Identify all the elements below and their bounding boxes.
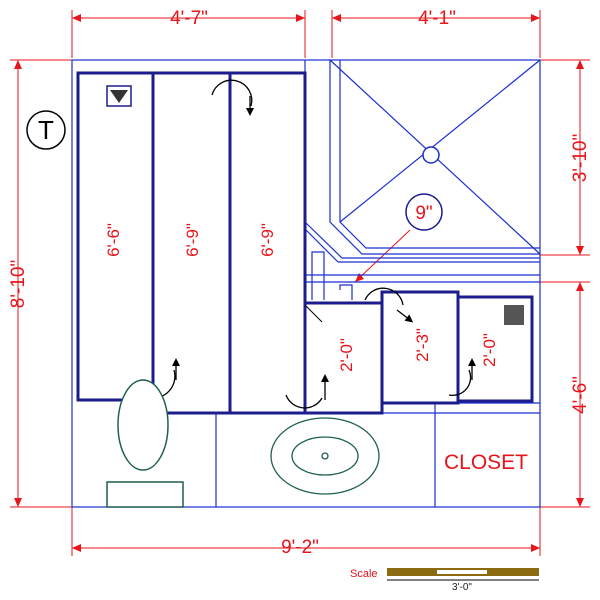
shower-valve — [311, 251, 353, 300]
shower-drain-icon — [422, 146, 440, 164]
cabinet-1-label: 6'-6" — [104, 223, 123, 257]
cabinet-3 — [228, 71, 307, 415]
callout-9-label: 9" — [415, 203, 432, 224]
closet-label: CLOSET — [444, 451, 528, 474]
cabinet-5-label: 2'-3" — [413, 328, 432, 362]
cabinet-6 — [456, 295, 534, 403]
cabinet-6-label: 2'-0" — [480, 333, 499, 367]
scale-value: 3'-0" — [452, 582, 472, 593]
thermostat-icon: T — [26, 110, 66, 150]
dim-bottom: 9'-2" — [281, 537, 319, 558]
cabinet-3-label: 6'-9" — [258, 223, 277, 257]
toilet-icon — [106, 379, 184, 508]
cabinet-4-label: 2'-0" — [337, 338, 356, 372]
cabinet-2-label: 6'-9" — [183, 223, 202, 257]
door-swing-icon — [149, 79, 476, 409]
scale-bar: Scale 3'-0" — [350, 568, 539, 593]
dim-right-upper: 3'-10" — [570, 134, 591, 182]
cabinet-hinge-line — [304, 304, 323, 323]
dim-right-lower: 4'-6" — [570, 376, 591, 414]
tall-cabinets — [76, 71, 307, 415]
dim-left: 8'-10" — [8, 260, 29, 308]
dim-top-right: 4'-1" — [418, 8, 456, 29]
sink-icon — [270, 417, 380, 495]
scale-label: Scale — [350, 568, 378, 580]
dimension-lines — [10, 10, 590, 556]
callout-9: 9" — [405, 193, 443, 231]
thermostat-label: T — [38, 115, 54, 145]
lower-cabinets — [303, 290, 534, 415]
dim-top-left: 4'-7" — [170, 8, 208, 29]
light-fixture-icon — [106, 85, 132, 107]
shower — [304, 59, 541, 283]
vent-icon — [504, 305, 524, 325]
